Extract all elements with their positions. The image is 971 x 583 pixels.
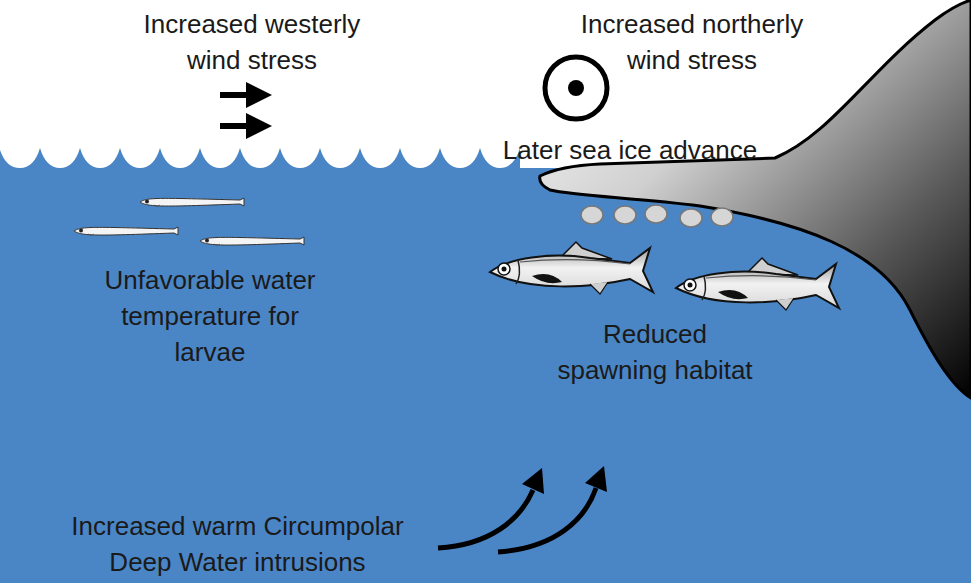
fish-larva (74, 227, 178, 236)
ice-shelf (540, 0, 971, 398)
cdw-label: Increased warm Circumpolar Deep Water in… (50, 508, 425, 580)
wind-label: Increased northerly wind stress (562, 6, 822, 78)
fish-larva (200, 237, 304, 246)
cdw-intrusion-arrows (438, 466, 607, 552)
westerly-wind-arrows (220, 82, 272, 139)
larvae-label: Unfavorable water temperature for larvae (90, 262, 330, 370)
spawning-label: Reduced spawning habitat (553, 316, 757, 388)
adult-fish (490, 242, 653, 294)
adult-fish (676, 258, 839, 310)
wind-label: Increased westerly wind stress (122, 6, 382, 78)
fish-larva (140, 198, 244, 207)
northerly-wind-symbol (545, 57, 607, 119)
ice-label: Later sea ice advance (470, 132, 790, 168)
fish-eggs (581, 205, 733, 227)
